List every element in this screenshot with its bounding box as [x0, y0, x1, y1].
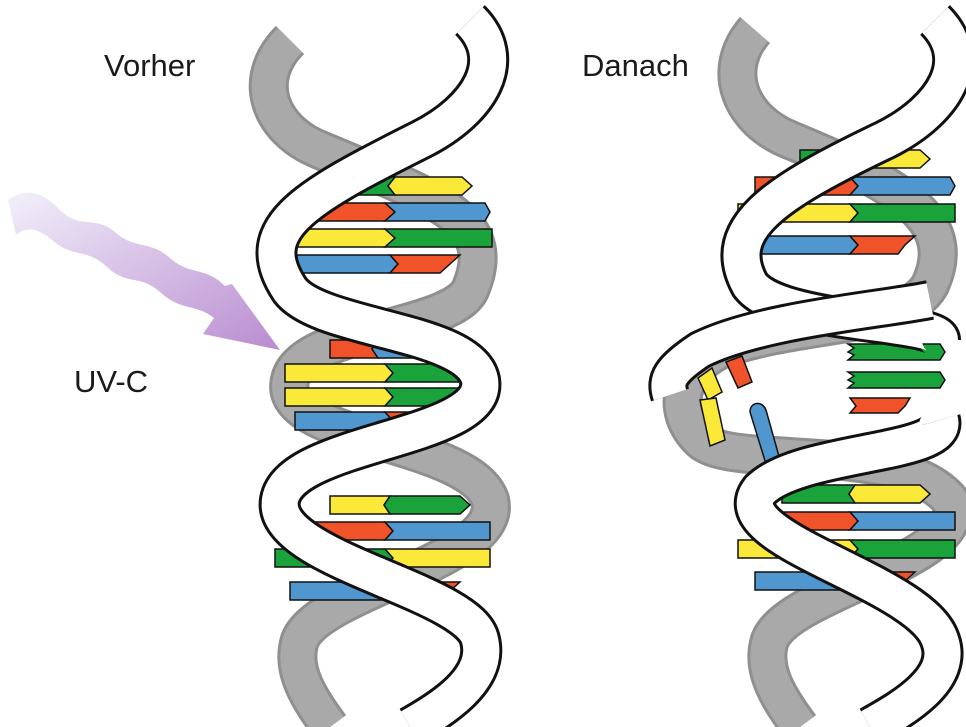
base-green	[385, 229, 492, 247]
base-yellow	[388, 177, 472, 195]
dna-helix-before	[269, 20, 492, 727]
base-blue	[385, 203, 490, 221]
uv-arrow	[8, 193, 280, 350]
base-orange	[390, 255, 460, 273]
dna-helix-after	[668, 20, 955, 727]
